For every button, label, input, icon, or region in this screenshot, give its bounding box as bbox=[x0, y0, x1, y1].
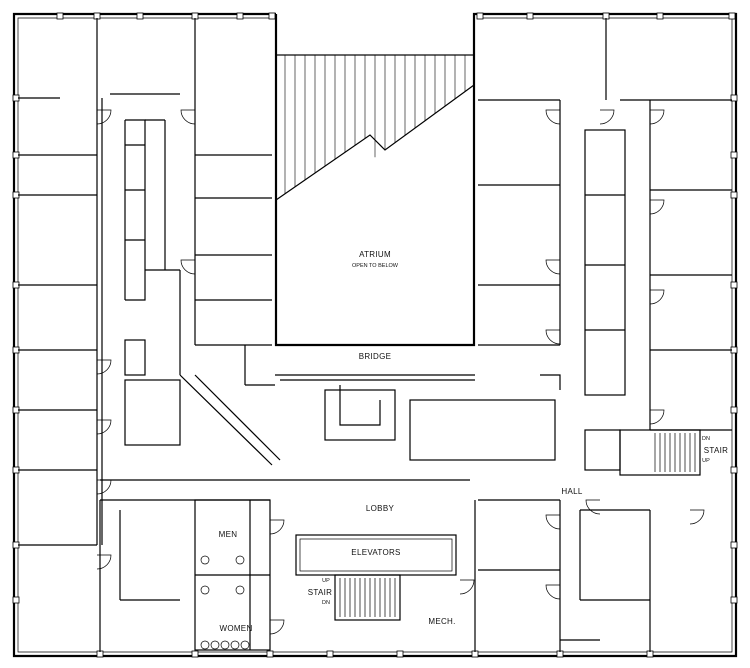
structural-column bbox=[56, 12, 64, 20]
hall-label: HALL bbox=[561, 487, 583, 496]
lobby-label: LOBBY bbox=[365, 504, 395, 513]
sink-fixture bbox=[220, 640, 230, 650]
structural-column bbox=[326, 650, 334, 658]
structural-column bbox=[656, 12, 664, 20]
door-swing bbox=[96, 109, 112, 125]
left-wing-rooms bbox=[18, 18, 281, 546]
door-swing bbox=[649, 109, 665, 125]
lower-area bbox=[99, 479, 651, 652]
toilet-fixture bbox=[200, 585, 210, 595]
stair-right-treads bbox=[654, 433, 696, 472]
sink-fixture bbox=[210, 640, 220, 650]
structural-column bbox=[268, 12, 276, 20]
toilet-fixture bbox=[235, 555, 245, 565]
door-swing bbox=[96, 479, 112, 495]
bridge bbox=[244, 345, 561, 461]
structural-column bbox=[12, 596, 20, 604]
stair-right-label: STAIR bbox=[703, 446, 729, 455]
plumbing-fixtures bbox=[200, 555, 250, 650]
door-swing bbox=[96, 419, 112, 435]
structural-column bbox=[396, 650, 404, 658]
structural-column bbox=[191, 650, 199, 658]
exterior-columns bbox=[12, 12, 738, 658]
door-swing bbox=[180, 259, 196, 275]
toilet-fixture bbox=[235, 585, 245, 595]
structural-column bbox=[526, 12, 534, 20]
structural-column bbox=[730, 541, 738, 549]
door-swing bbox=[180, 109, 196, 125]
door-swing bbox=[545, 329, 561, 345]
women-restroom-label: WOMEN bbox=[219, 624, 253, 633]
sink-fixture bbox=[200, 640, 210, 650]
structural-column bbox=[728, 12, 736, 20]
door-swing bbox=[649, 199, 665, 215]
stair-left-dn-label: DN bbox=[322, 600, 330, 606]
structural-column bbox=[236, 12, 244, 20]
elevators-label: ELEVATORS bbox=[351, 548, 401, 557]
door-swing bbox=[545, 109, 561, 125]
door-swing bbox=[269, 619, 285, 635]
door-swing bbox=[649, 409, 665, 425]
stair-left-up-label: UP bbox=[322, 578, 330, 584]
stair-left-treads bbox=[339, 578, 396, 617]
right-wing-rooms bbox=[478, 18, 732, 476]
structural-column bbox=[730, 466, 738, 474]
men-restroom-label: MEN bbox=[218, 530, 238, 539]
door-swing bbox=[269, 519, 285, 535]
sink-fixture bbox=[230, 640, 240, 650]
stair-right-up-label: UP bbox=[702, 458, 710, 464]
door-swing bbox=[649, 289, 665, 305]
atrium-label: ATRIUM bbox=[359, 250, 391, 259]
stair-left-label: STAIR bbox=[307, 588, 333, 597]
door-swing bbox=[545, 514, 561, 530]
door-swing bbox=[96, 554, 112, 570]
door-swing bbox=[459, 579, 475, 595]
structural-column bbox=[730, 151, 738, 159]
structural-column bbox=[476, 12, 484, 20]
door-swings bbox=[96, 109, 705, 635]
structural-column bbox=[266, 650, 274, 658]
door-swing bbox=[545, 584, 561, 600]
structural-column bbox=[730, 94, 738, 102]
atrium bbox=[275, 54, 475, 346]
door-swing bbox=[545, 259, 561, 275]
sink-fixture bbox=[240, 640, 250, 650]
stair-right-dn-label: DN bbox=[702, 436, 710, 442]
structural-column bbox=[136, 12, 144, 20]
door-swing bbox=[585, 499, 601, 515]
structural-column bbox=[730, 281, 738, 289]
door-swing bbox=[599, 109, 615, 125]
mechanical-room-label: MECH. bbox=[428, 617, 456, 626]
door-swing bbox=[689, 509, 705, 525]
toilet-fixture bbox=[200, 555, 210, 565]
structural-column bbox=[730, 191, 738, 199]
structural-column bbox=[730, 596, 738, 604]
bridge-label: BRIDGE bbox=[358, 352, 392, 361]
atrium-sublabel: OPEN TO BELOW bbox=[352, 263, 398, 269]
structural-column bbox=[730, 406, 738, 414]
door-swing bbox=[96, 359, 112, 375]
